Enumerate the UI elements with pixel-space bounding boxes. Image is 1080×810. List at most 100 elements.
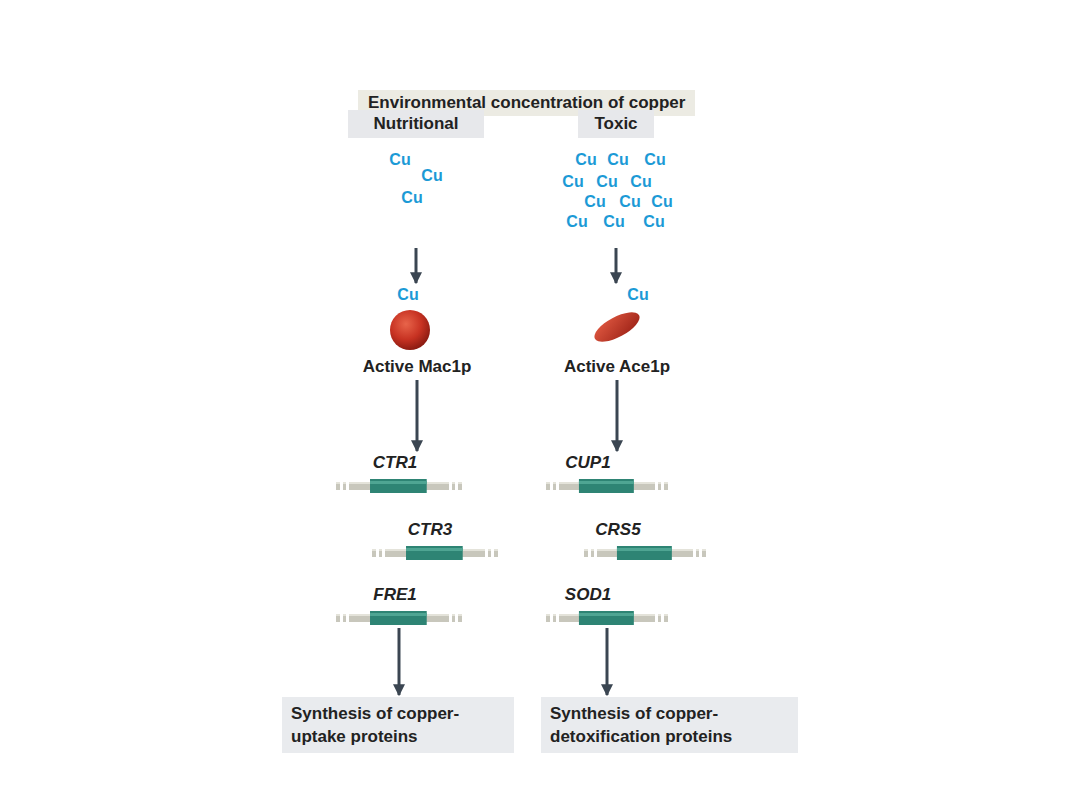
strand-break [455,481,458,491]
gene-symbol [336,479,462,493]
copper-ion: Cu [627,285,648,305]
copper-ion: Cu [562,173,583,191]
strand-break [455,613,458,623]
copper-ion: Cu [421,167,442,185]
coding-region-highlight [406,548,463,551]
column-header: Nutritional [348,110,484,245]
copper-ion: Cu [651,193,672,211]
gene-symbol [372,546,498,560]
gene-node: CUP1 [546,453,668,493]
coding-region-highlight [579,481,634,484]
protein-node: CuActive Ace1p [552,285,682,377]
protein-oval [587,307,647,353]
gene-name: FRE1 [373,585,416,605]
strand-break [556,613,559,623]
strand-break [340,481,343,491]
strand-break [693,548,696,558]
flow-arrow [415,248,418,283]
gene-symbol [546,611,668,625]
coding-region [579,611,634,625]
flow-arrow [606,628,609,695]
gene-node: SOD1 [546,585,668,625]
copper-ion: Cu [643,213,664,231]
result-text: Synthesis of copper-uptake proteins [291,702,505,748]
strand-break [449,613,452,623]
result-text: Synthesis of copper-detoxification prote… [550,702,789,748]
gene-name: CTR1 [373,453,417,473]
copper-ion: Cu [630,173,651,191]
gene-symbol [546,479,668,493]
copper-ion: Cu [389,151,410,169]
strand-break [655,481,658,491]
gene-symbol [584,546,706,560]
mac1p-shape [390,310,430,350]
strand-break [655,613,658,623]
gene-node: FRE1 [336,585,462,625]
copper-ion: Cu [603,213,624,231]
coding-region [406,546,463,560]
dna-strand-highlight [584,549,706,551]
protein-name: Active Ace1p [564,357,670,377]
gene-node: CTR1 [336,453,462,493]
coding-region-highlight [370,613,427,616]
copper-ion: Cu [584,193,605,211]
copper-ion: Cu [566,213,587,231]
coding-region-highlight [579,613,634,616]
protein-name: Active Mac1p [363,357,472,377]
copper-ion: Cu [401,189,422,207]
strand-break [346,613,349,623]
flow-arrow [398,628,401,695]
flow-arrow [416,380,419,451]
column-header-text: Toxic [578,110,654,138]
gene-node: CTR3 [372,520,498,560]
coding-region-highlight [617,548,672,551]
coding-region [579,479,634,493]
strand-break [556,481,559,491]
gene-name: CRS5 [595,520,640,540]
result-box: Synthesis of copper-detoxification prote… [541,697,798,753]
flow-arrow [616,380,619,451]
copper-ion: Cu [619,193,640,211]
strand-break [491,548,494,558]
dna-strand-highlight [372,549,498,551]
strand-break [594,548,597,558]
coding-region [617,546,672,560]
strand-break [382,548,385,558]
protein-sphere [387,307,447,353]
strand-break [699,548,702,558]
strand-break [661,481,664,491]
strand-break [340,613,343,623]
copper-ion: Cu [596,173,617,191]
strand-break [376,548,379,558]
strand-break [588,548,591,558]
flow-arrow [615,248,618,283]
coding-region [370,479,427,493]
gene-name: CTR3 [408,520,452,540]
copper-ion: Cu [607,151,628,169]
gene-name: CUP1 [565,453,610,473]
coding-region [370,611,427,625]
gene-node: CRS5 [584,520,706,560]
protein-node: CuActive Mac1p [352,285,482,377]
strand-break [550,481,553,491]
dna-strand-highlight [336,482,462,484]
strand-break [661,613,664,623]
strand-break [485,548,488,558]
ace1p-shape [590,307,644,348]
strand-break [550,613,553,623]
result-box: Synthesis of copper-uptake proteins [282,697,514,753]
strand-break [346,481,349,491]
gene-name: SOD1 [565,585,611,605]
copper-ion: Cu [397,285,418,305]
gene-symbol [336,611,462,625]
dna-strand-highlight [336,614,462,616]
column-header-text: Nutritional [348,110,484,138]
copper-ion: Cu [575,151,596,169]
strand-break [449,481,452,491]
dna-strand-highlight [546,614,668,616]
coding-region-highlight [370,481,427,484]
copper-ion: Cu [644,151,665,169]
dna-strand-highlight [546,482,668,484]
